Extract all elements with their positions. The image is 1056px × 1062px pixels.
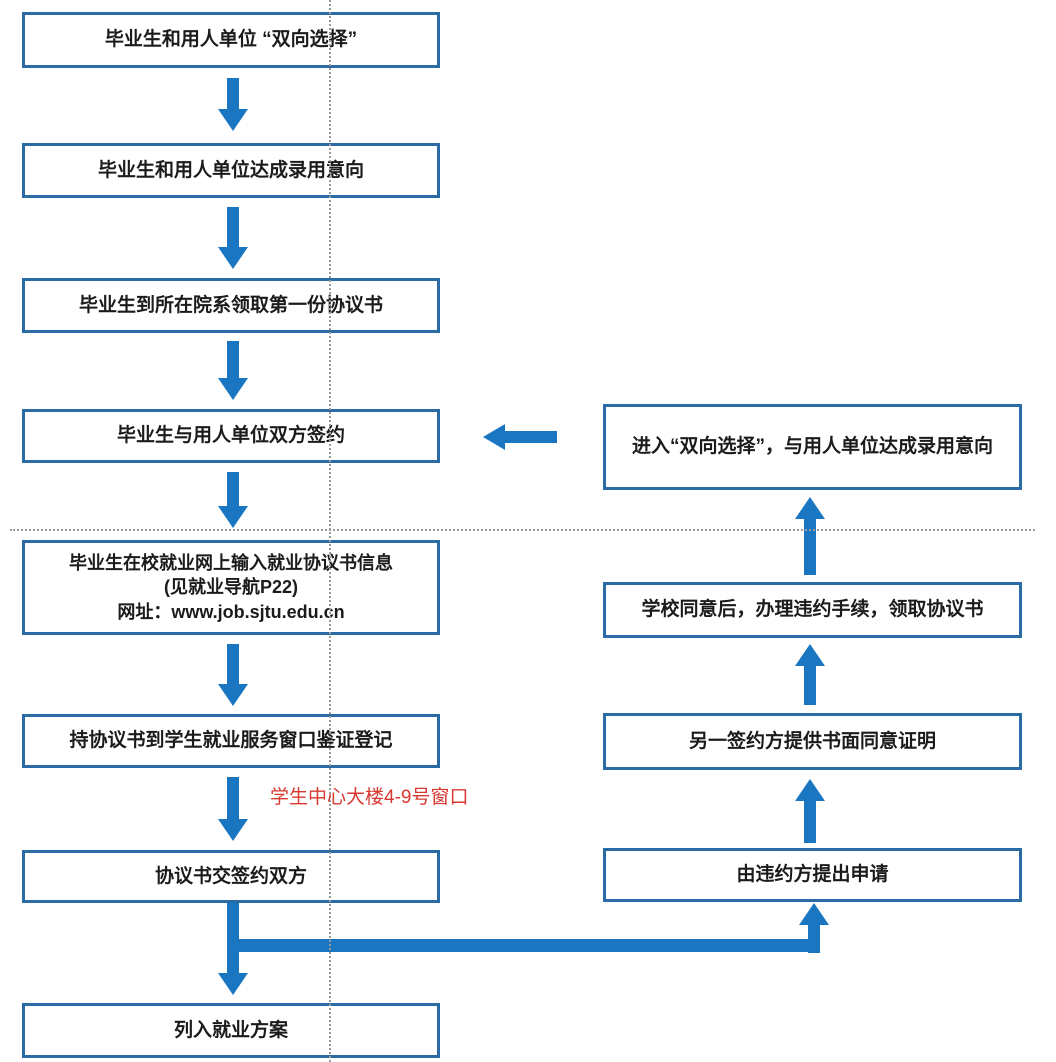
flow-node-label-line3: 网址：www.job.sjtu.edu.cn [117,601,345,622]
arrow-left-icon [483,424,557,450]
flow-node-label: 协议书交签约双方 [154,865,307,887]
arrow-stem [804,666,816,705]
flow-node-label: 毕业生到所在院系领取第一份协议书 [78,294,383,316]
flow-node-label-line1: 毕业生在校就业网上输入就业协议书信息 [69,553,393,574]
flow-node-employment-plan: 列入就业方案 [22,1003,440,1058]
flow-node-label: 毕业生与用人单位双方签约 [116,425,345,447]
arrow-stem [505,431,557,443]
arrow-stem [227,341,239,378]
arrow-stem [227,903,239,973]
arrow-down-icon [218,78,248,131]
arrow-down-icon [218,472,248,528]
arrow-head [795,644,825,666]
flow-node-label: 毕业生和用人单位达成录用意向 [97,159,364,181]
arrow-stem [227,644,239,684]
arrow-up-icon [795,644,825,705]
flow-node-agreement-to-both-parties: 协议书交签约双方 [22,850,440,903]
arrow-down-icon [218,777,248,841]
connector-arrow-up-icon [799,903,829,953]
flow-node-label: 另一签约方提供书面同意证明 [688,730,936,752]
flow-node-label: 毕业生和用人单位 “双向选择” [104,29,358,51]
arrow-stem [227,777,239,819]
arrow-head [218,684,248,706]
annotation-note: 学生中心大楼4-9号窗口 [270,787,469,808]
flow-node-get-first-agreement: 毕业生到所在院系领取第一份协议书 [22,278,440,333]
flow-node-mutual-selection: 毕业生和用人单位 “双向选择” [22,12,440,68]
arrow-head [218,378,248,400]
arrow-up-icon [795,779,825,843]
arrow-stem [808,925,820,953]
arrow-up-icon [795,497,825,575]
arrow-head [483,424,505,450]
flow-node-other-party-written-consent: 另一签约方提供书面同意证明 [603,713,1022,770]
arrow-down-icon [218,644,248,706]
arrow-stem [804,801,816,843]
arrow-head [795,497,825,519]
flow-node-label-line2: (见就业导航P22) [163,577,298,598]
arrow-head [218,109,248,131]
arrow-head [795,779,825,801]
flow-node-label: 进入“双向选择”，与用人单位达成录用意向 [631,436,993,458]
flow-node-employment-intention: 毕业生和用人单位达成录用意向 [22,143,440,198]
arrow-down-icon [218,903,248,995]
flow-node-label: 学校同意后，办理违约手续，领取协议书 [641,599,984,621]
flow-node-sign-agreement: 毕业生与用人单位双方签约 [22,409,440,463]
flow-node-verify-register-window: 持协议书到学生就业服务窗口鉴证登记 [22,714,440,768]
flow-node-label: 由违约方提出申请 [736,864,889,886]
arrow-stem [804,519,816,575]
arrow-head [218,973,248,995]
arrow-head [218,819,248,841]
flow-node-reenter-mutual-selection: 进入“双向选择”，与用人单位达成录用意向 [603,404,1022,490]
dotted-divider-horizontal [10,529,1035,531]
arrow-head [218,506,248,528]
flow-node-label: 列入就业方案 [173,1019,288,1041]
flow-node-school-approval-procedure: 学校同意后，办理违约手续，领取协议书 [603,582,1022,638]
arrow-stem [227,207,239,247]
flow-node-breach-party-application: 由违约方提出申请 [603,848,1022,902]
flow-node-enter-agreement-info-online: 毕业生在校就业网上输入就业协议书信息 (见就业导航P22) 网址：www.job… [22,540,440,635]
arrow-head [218,247,248,269]
arrow-down-icon [218,207,248,269]
arrow-down-icon [218,341,248,400]
flow-node-label: 持协议书到学生就业服务窗口鉴证登记 [69,730,393,752]
arrow-head [799,903,829,925]
arrow-stem [227,472,239,506]
arrow-stem [227,78,239,109]
connector-line-horizontal [227,939,819,952]
